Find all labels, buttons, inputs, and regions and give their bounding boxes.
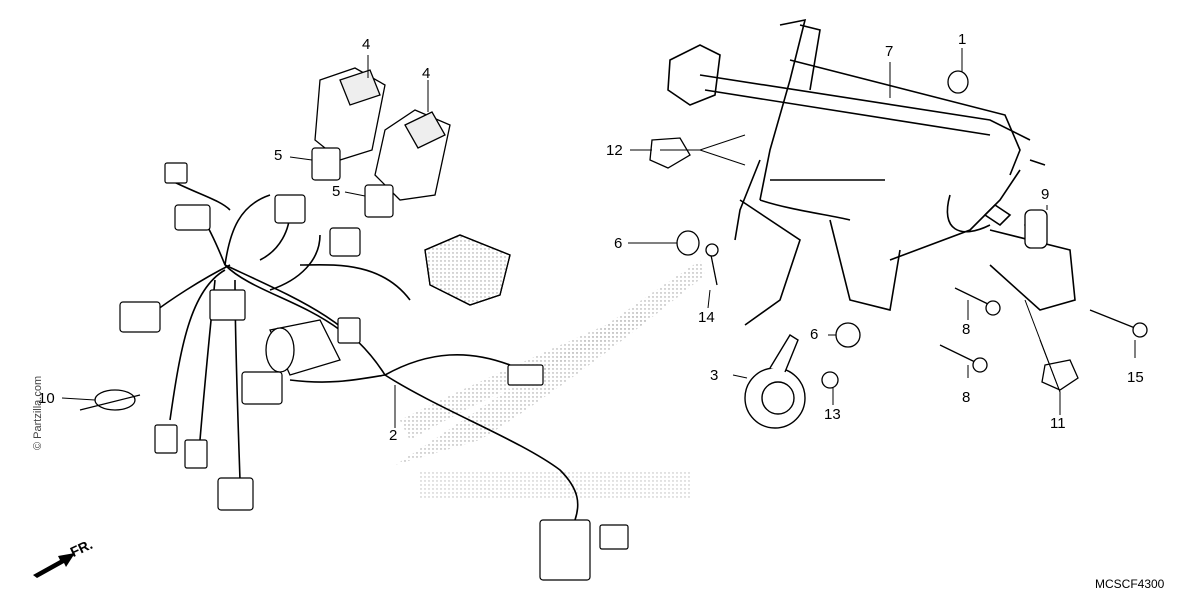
fuse-box: [424, 234, 511, 306]
leader-lines: [61, 48, 1136, 428]
part-label-5a: 5: [274, 147, 283, 164]
front-arrow: [33, 553, 75, 578]
wire-harness: [149, 179, 579, 521]
part-label-6a: 6: [614, 235, 623, 252]
part-label-1: 1: [958, 31, 967, 48]
part-label-2: 2: [389, 427, 398, 444]
clamps: [649, 137, 1079, 391]
relay-socket-5a: [311, 147, 341, 181]
collar: [1024, 209, 1048, 249]
part-label-6b: 6: [810, 326, 819, 343]
part-label-12: 12: [606, 142, 623, 159]
part-label-14: 14: [698, 309, 715, 326]
cylinder-unit: [265, 319, 341, 376]
watermark: © Partzilla.com: [32, 375, 44, 450]
part-label-4a: 4: [362, 36, 371, 53]
harness-connectors: [119, 162, 629, 581]
relay-part-4b: [374, 109, 451, 201]
grommets: [676, 70, 969, 348]
part-label-5b: 5: [332, 183, 341, 200]
bolts: [705, 243, 1148, 389]
part-label-3: 3: [710, 367, 719, 384]
frame-stay: [667, 18, 1076, 326]
part-label-8b: 8: [962, 389, 971, 406]
relay-part-4a: [314, 67, 386, 161]
part-label-13: 13: [824, 406, 841, 423]
logo-wing-watermark: [395, 260, 705, 500]
part-label-9: 9: [1041, 186, 1050, 203]
part-label-4b: 4: [422, 65, 431, 82]
relay-socket-5b: [364, 184, 394, 218]
part-label-15: 15: [1127, 369, 1144, 386]
part-label-7: 7: [885, 43, 894, 60]
part-label-8a: 8: [962, 321, 971, 338]
part-label-10: 10: [38, 390, 55, 407]
horn: [744, 334, 806, 429]
diagram-code: MCSCF4300: [1095, 577, 1165, 591]
part-label-11: 11: [1050, 415, 1066, 432]
